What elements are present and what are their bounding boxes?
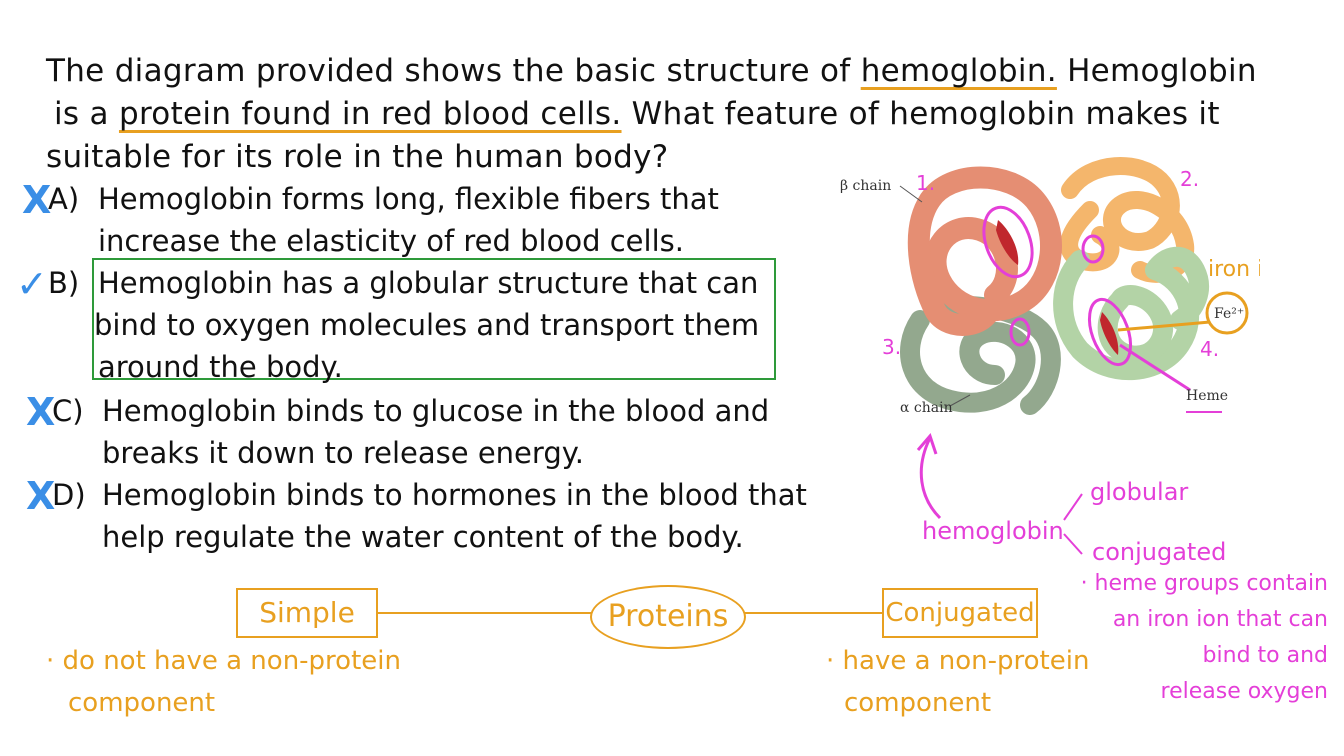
option-c-line-1: Hemoglobin binds to glucose in the blood…	[102, 394, 770, 428]
heme-circle-1	[982, 205, 1034, 279]
iron-ion-label: iron ion	[1208, 257, 1260, 282]
globular-annotation: globular	[1090, 478, 1189, 506]
beta-chain-label: β chain	[840, 178, 891, 194]
simple-note-line-2: component	[68, 688, 216, 718]
option-a-line-1: Hemoglobin forms long, flexible fibers t…	[98, 182, 719, 216]
option-a-line-2: increase the elasticity of red blood cel…	[98, 224, 684, 258]
check-mark-b: ✓	[16, 262, 48, 306]
option-d: D) Hemoglobin binds to hormones in the bl…	[52, 474, 807, 558]
option-d-line-1: Hemoglobin binds to hormones in the bloo…	[102, 478, 807, 512]
option-c: C) Hemoglobin binds to glucose in the blo…	[52, 390, 769, 474]
proteins-oval: Proteins	[590, 585, 746, 649]
number-2: 2.	[1180, 167, 1199, 191]
protein-underlined: protein found in red blood cells.	[118, 96, 622, 132]
option-b: B) Hemoglobin has a globular structure th…	[48, 262, 759, 388]
cross-mark-c: X	[26, 390, 56, 434]
fe-label: Fe²⁺	[1214, 306, 1244, 322]
conjugated-note-line-1: · have a non-protein	[826, 646, 1090, 676]
option-a: A) Hemoglobin forms long, flexible fibers…	[48, 178, 719, 262]
heme-circle-4	[1087, 297, 1133, 367]
heme-connector-line	[1119, 343, 1191, 392]
option-a-letter: A)	[48, 182, 80, 216]
hemoglobin-underlined: hemoglobin.	[860, 53, 1057, 89]
question-line-1: The diagram provided shows the basic str…	[46, 53, 1257, 89]
simple-note-line-1: · do not have a non-protein	[46, 646, 401, 676]
heme-note-line-4: release oxygen	[1160, 679, 1328, 704]
option-c-letter: C)	[52, 394, 84, 428]
branch-lines	[1063, 493, 1083, 555]
conjugated-note-line-2: component	[844, 688, 992, 718]
option-d-line-2: help regulate the water content of the b…	[102, 520, 744, 554]
question-line-3: suitable for its role in the human body?	[46, 139, 669, 175]
heme-group-1	[996, 220, 1019, 265]
conjugated-box: Conjugated	[882, 588, 1038, 638]
fe-circle	[1205, 291, 1249, 335]
cross-mark-a: X	[22, 178, 52, 222]
connector-simple-proteins	[378, 612, 592, 614]
number-1: 1.	[916, 171, 935, 195]
number-4: 4.	[1200, 337, 1219, 361]
option-d-letter: D)	[52, 478, 86, 512]
connector-proteins-conjugated	[744, 612, 884, 614]
beta-label-line	[899, 185, 923, 203]
question-text: The diagram provided shows the basic str…	[46, 50, 1296, 179]
alpha-chain-label: α chain	[900, 400, 953, 416]
heme-circle-3	[1009, 317, 1031, 347]
hemoglobin-annotation: hemoglobin	[922, 517, 1064, 545]
option-b-line-3: around the body.	[98, 350, 343, 384]
option-b-line-2: bind to oxygen molecules and transport t…	[94, 308, 760, 342]
heme-note-line-2: an iron ion that can	[1112, 607, 1328, 632]
beta-chain-1-subunit	[907, 166, 1062, 336]
option-b-line-1: Hemoglobin has a globular structure that…	[98, 266, 759, 300]
simple-note: · do not have a non-protein component	[46, 640, 401, 724]
option-b-letter: B)	[48, 266, 80, 300]
option-c-line-2: breaks it down to release energy.	[102, 436, 584, 470]
hemoglobin-diagram: Fe²⁺ β chain α chain Heme 1. 2. 3. 4. ir…	[840, 157, 1260, 416]
heme-label: Heme	[1186, 388, 1228, 404]
alpha-label-line	[949, 394, 971, 407]
hemoglobin-arrow	[916, 433, 942, 520]
heme-note-line-1: · heme groups contain	[1080, 571, 1328, 596]
cross-mark-d: X	[26, 474, 56, 518]
heme-circle-2	[1081, 234, 1105, 264]
number-3: 3.	[882, 335, 901, 359]
conjugated-note: · have a non-protein component	[826, 640, 1089, 724]
correct-answer-box	[92, 258, 776, 380]
simple-box: Simple	[236, 588, 378, 638]
heme-note: · heme groups contain an iron ion that c…	[1058, 566, 1328, 710]
heme-note-line-3: bind to and	[1202, 643, 1328, 668]
heme-group-4	[1100, 312, 1119, 355]
fe-connector-line	[1117, 320, 1211, 332]
conjugated-annotation: conjugated	[1092, 538, 1227, 566]
question-line-2: is a protein found in red blood cells. W…	[54, 96, 1220, 132]
